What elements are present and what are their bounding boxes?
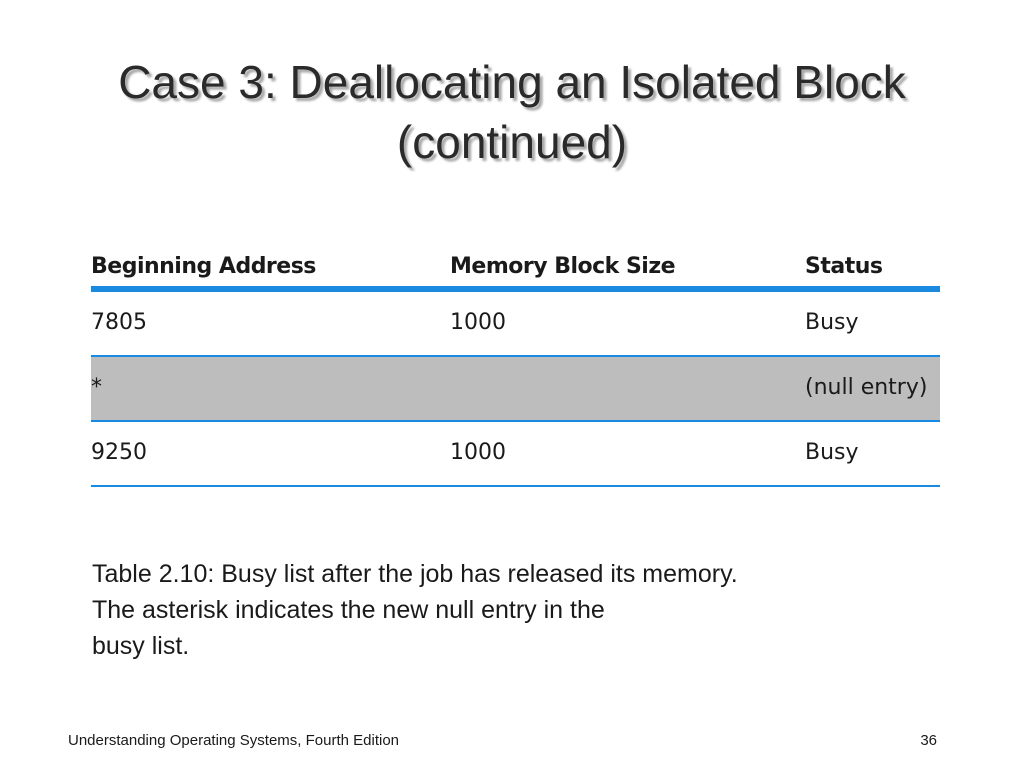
table-header: Beginning Address Memory Block Size Stat…: [91, 246, 940, 292]
cell-memory-block-size: 1000: [450, 440, 506, 465]
caption-line-1: Table 2.10: Busy list after the job has …: [92, 560, 738, 588]
header-memory-block-size: Memory Block Size: [450, 254, 676, 279]
cell-memory-block-size: 1000: [450, 310, 506, 335]
cell-beginning-address: 7805: [91, 310, 147, 335]
cell-beginning-address: *: [91, 375, 102, 400]
cell-beginning-address: 9250: [91, 440, 147, 465]
caption-line-3: busy list.: [92, 632, 190, 660]
footer-page-number: 36: [920, 732, 937, 749]
slide-title: Case 3: Deallocating an Isolated Block (…: [40, 52, 984, 172]
slide-title-line-2: (continued): [396, 116, 628, 168]
slide-title-line-1: Case 3: Deallocating an Isolated Block: [118, 56, 906, 108]
header-beginning-address: Beginning Address: [91, 254, 316, 279]
header-status: Status: [805, 254, 883, 279]
caption-line-2: The asterisk indicates the new null entr…: [92, 596, 605, 624]
cell-status: (null entry): [805, 375, 928, 400]
busy-list-table: Beginning Address Memory Block Size Stat…: [91, 246, 940, 487]
table-row: 7805 1000 Busy: [91, 292, 940, 357]
table-caption: Table 2.10: Busy list after the job has …: [92, 556, 952, 664]
footer-book-title: Understanding Operating Systems, Fourth …: [68, 732, 400, 749]
table-row: 9250 1000 Busy: [91, 422, 940, 487]
table-row-null-entry: * (null entry): [91, 357, 940, 422]
cell-status: Busy: [805, 310, 859, 335]
cell-status: Busy: [805, 440, 859, 465]
